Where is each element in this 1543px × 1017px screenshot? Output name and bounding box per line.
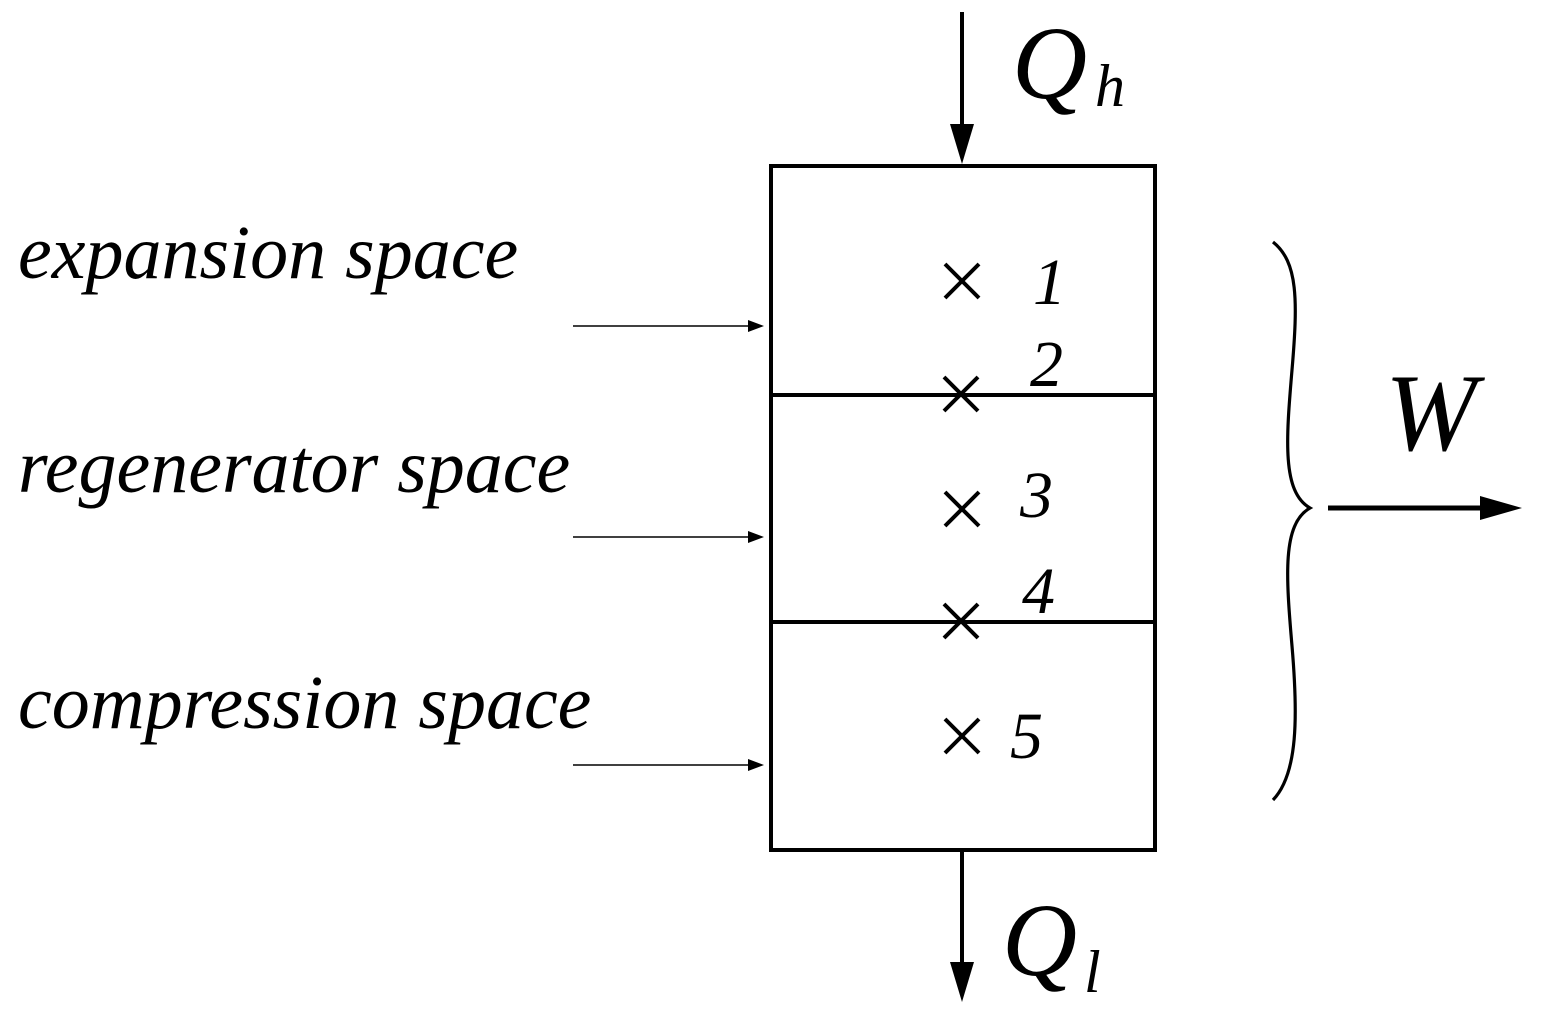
heat-in-subscript: h [1095, 53, 1125, 119]
expansion-space-label-group: expansion space [18, 211, 764, 332]
heat-out-subscript: l [1084, 939, 1101, 1005]
heat-in-arrow [950, 12, 974, 164]
compression-space-label-group: compression space [18, 661, 764, 771]
point-marker-2 [942, 375, 980, 413]
point-label-1: 1 [1033, 246, 1066, 319]
heat-out-arrow [950, 850, 974, 1002]
heat-in-label: Q h [1012, 6, 1125, 121]
point-marker-1 [943, 262, 981, 300]
point-label-3: 3 [1019, 459, 1053, 532]
heat-in-symbol: Q [1012, 6, 1087, 121]
curly-brace [1271, 240, 1314, 802]
point-marker-3 [943, 490, 981, 528]
heat-out-symbol: Q [1002, 883, 1077, 998]
heat-out-label: Q l [1002, 883, 1101, 1005]
work-arrow [1328, 496, 1522, 520]
point-marker-4 [942, 602, 980, 640]
regenerator-space-label: regenerator space [18, 425, 570, 509]
point-label-4: 4 [1022, 555, 1055, 628]
regenerator-space-label-group: regenerator space [18, 425, 764, 543]
point-label-2: 2 [1030, 328, 1063, 401]
point-marker-5 [943, 717, 981, 755]
expansion-space-label: expansion space [18, 211, 518, 295]
compression-space-label: compression space [18, 661, 591, 745]
work-label: W [1385, 352, 1485, 474]
point-label-5: 5 [1010, 700, 1043, 773]
